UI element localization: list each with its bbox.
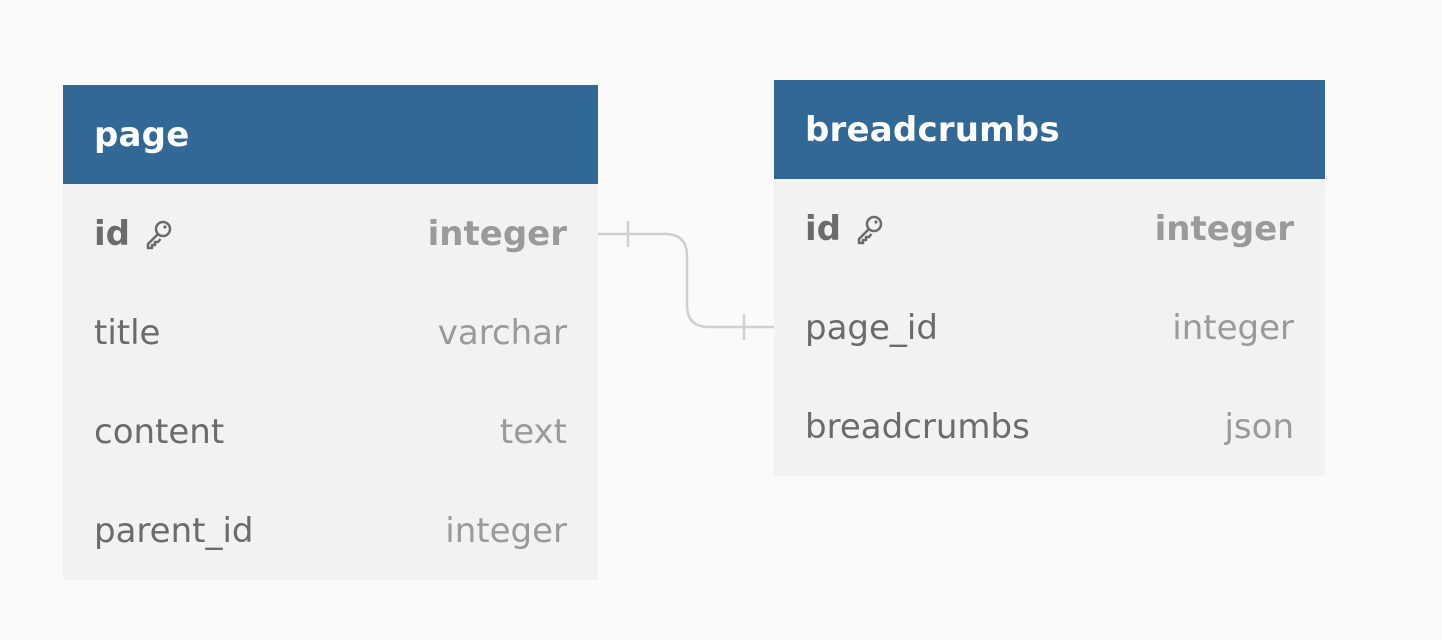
table-breadcrumbs-title: breadcrumbs: [805, 109, 1060, 150]
column-name: title: [94, 312, 161, 353]
column-type: varchar: [437, 312, 567, 353]
key-icon: [142, 217, 176, 251]
column-row-content[interactable]: content text: [63, 382, 598, 481]
column-name: breadcrumbs: [805, 406, 1030, 447]
key-icon: [853, 212, 887, 246]
column-type: text: [499, 411, 567, 452]
column-name: id: [805, 209, 887, 249]
table-breadcrumbs-header[interactable]: breadcrumbs: [774, 80, 1325, 179]
table-page-title: page: [94, 114, 190, 155]
column-name: content: [94, 411, 225, 452]
table-breadcrumbs[interactable]: breadcrumbs id integer page_id integer b…: [774, 80, 1325, 476]
column-row-parent-id[interactable]: parent_id integer: [63, 481, 598, 580]
column-row-breadcrumbs[interactable]: breadcrumbs json: [774, 377, 1325, 476]
column-type: json: [1224, 406, 1294, 447]
column-row-id[interactable]: id integer: [774, 179, 1325, 278]
column-type: integer: [427, 213, 567, 254]
column-type: integer: [445, 510, 567, 551]
column-name: page_id: [805, 307, 938, 348]
column-type: integer: [1172, 307, 1294, 348]
table-page[interactable]: page id integer title varchar content te…: [63, 85, 598, 580]
relationship-line: [598, 232, 774, 329]
column-name: parent_id: [94, 510, 254, 551]
table-page-header[interactable]: page: [63, 85, 598, 184]
column-row-id[interactable]: id integer: [63, 184, 598, 283]
column-row-page-id[interactable]: page_id integer: [774, 278, 1325, 377]
column-name: id: [94, 214, 176, 254]
column-type: integer: [1154, 208, 1294, 249]
column-row-title[interactable]: title varchar: [63, 283, 598, 382]
